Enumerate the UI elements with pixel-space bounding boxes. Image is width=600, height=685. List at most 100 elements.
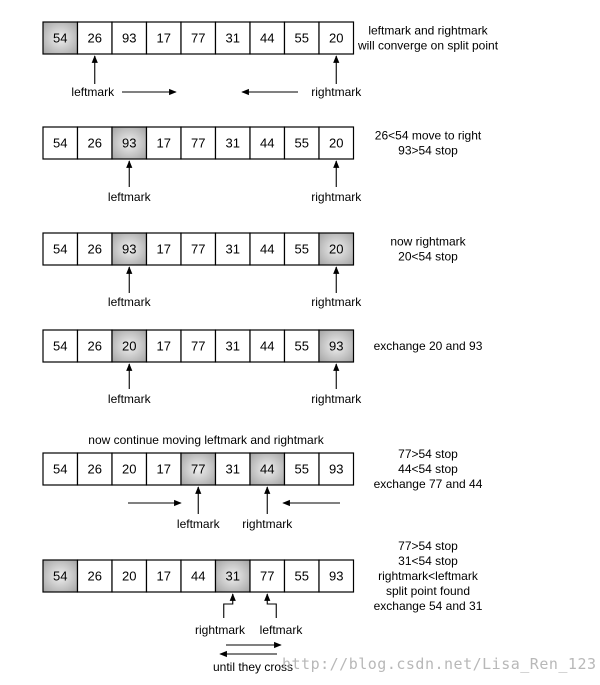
array-cell-highlighted bbox=[180, 452, 217, 486]
step-note: rightmark<leftmark bbox=[378, 569, 479, 583]
cross-caption: until they cross bbox=[213, 660, 293, 674]
array-cell-highlighted bbox=[42, 559, 79, 593]
cell-value: 77 bbox=[191, 339, 205, 354]
array-cell bbox=[249, 21, 286, 55]
array-cell bbox=[76, 329, 113, 363]
cell-value: 31 bbox=[226, 462, 240, 477]
array-cell bbox=[145, 329, 182, 363]
cell-value: 54 bbox=[53, 569, 67, 584]
cell-value: 31 bbox=[226, 242, 240, 257]
array-cell bbox=[180, 559, 217, 593]
cell-value: 17 bbox=[157, 31, 171, 46]
cell-value: 55 bbox=[295, 569, 309, 584]
leftmark-label: leftmark bbox=[260, 623, 304, 637]
step-2: 54 26 93 17 77 31 44 55 20 26<54 move to right93>… bbox=[42, 126, 482, 160]
step-note: will converge on split point bbox=[357, 39, 499, 53]
array-cell bbox=[145, 559, 182, 593]
step-note: 26<54 move to right bbox=[375, 129, 482, 143]
cell-value: 54 bbox=[53, 242, 67, 257]
array-cell-highlighted bbox=[111, 126, 148, 160]
array-cell bbox=[318, 126, 355, 160]
array-cell bbox=[180, 232, 217, 266]
rightmark-label: rightmark bbox=[311, 85, 362, 99]
cell-value: 44 bbox=[260, 242, 274, 257]
cell-value: 26 bbox=[88, 339, 102, 354]
cell-value: 17 bbox=[157, 136, 171, 151]
cell-value: 93 bbox=[122, 31, 136, 46]
cell-value: 54 bbox=[53, 462, 67, 477]
array-cell bbox=[249, 126, 286, 160]
rightmark-label: rightmark bbox=[311, 190, 362, 204]
cell-value: 17 bbox=[157, 569, 171, 584]
cell-value: 26 bbox=[88, 569, 102, 584]
cell-value: 26 bbox=[88, 462, 102, 477]
array-cell bbox=[76, 232, 113, 266]
step-note: exchange 77 and 44 bbox=[374, 477, 483, 491]
cell-value: 93 bbox=[122, 136, 136, 151]
array-cell bbox=[249, 232, 286, 266]
step-note: exchange 54 and 31 bbox=[374, 599, 483, 613]
array-cell bbox=[42, 329, 79, 363]
array-cell-highlighted bbox=[214, 559, 251, 593]
cell-value: 44 bbox=[191, 569, 205, 584]
cell-value: 55 bbox=[295, 242, 309, 257]
cell-value: 55 bbox=[295, 136, 309, 151]
array-cell bbox=[318, 559, 355, 593]
cell-value: 20 bbox=[329, 136, 343, 151]
cell-value: 54 bbox=[53, 339, 67, 354]
cell-value: 31 bbox=[226, 339, 240, 354]
cell-value: 93 bbox=[329, 462, 343, 477]
array-cell-highlighted bbox=[318, 232, 355, 266]
array-cell bbox=[249, 329, 286, 363]
step-note: 93>54 stop bbox=[398, 144, 458, 158]
cell-value: 54 bbox=[53, 136, 67, 151]
array-cell bbox=[318, 452, 355, 486]
cell-value: 44 bbox=[260, 462, 274, 477]
cell-value: 31 bbox=[226, 136, 240, 151]
cell-value: 55 bbox=[295, 31, 309, 46]
leftmark-label: leftmark bbox=[108, 392, 152, 406]
array-cell bbox=[318, 21, 355, 55]
cell-value: 55 bbox=[295, 339, 309, 354]
array-cell bbox=[283, 21, 320, 55]
array-cell bbox=[145, 126, 182, 160]
array-cell bbox=[76, 452, 113, 486]
rightmark-label: rightmark bbox=[311, 295, 362, 309]
step-note: 77>54 stop bbox=[398, 539, 458, 553]
rightmark-arrow bbox=[223, 593, 236, 618]
cell-value: 55 bbox=[295, 462, 309, 477]
step-note: 31<54 stop bbox=[398, 554, 458, 568]
cell-value: 26 bbox=[88, 242, 102, 257]
rightmark-label: rightmark bbox=[195, 623, 246, 637]
array-cell-highlighted bbox=[318, 329, 355, 363]
array-cell bbox=[42, 232, 79, 266]
cell-value: 31 bbox=[226, 569, 240, 584]
cell-value: 77 bbox=[191, 31, 205, 46]
cell-value: 20 bbox=[122, 569, 136, 584]
step-note: 20<54 stop bbox=[398, 250, 458, 264]
cell-value: 77 bbox=[191, 242, 205, 257]
array-cell bbox=[283, 329, 320, 363]
cell-value: 20 bbox=[122, 339, 136, 354]
array-cell bbox=[145, 232, 182, 266]
cell-value: 77 bbox=[191, 136, 205, 151]
cell-value: 44 bbox=[260, 136, 274, 151]
array-cell bbox=[214, 21, 251, 55]
array-cell bbox=[42, 126, 79, 160]
array-cell bbox=[283, 559, 320, 593]
leftmark-label: leftmark bbox=[108, 295, 152, 309]
cell-value: 77 bbox=[260, 569, 274, 584]
cell-value: 17 bbox=[157, 462, 171, 477]
step-note: 44<54 stop bbox=[398, 462, 458, 476]
leftmark-label: leftmark bbox=[71, 85, 115, 99]
cell-value: 54 bbox=[53, 31, 67, 46]
step-note: exchange 20 and 93 bbox=[374, 339, 483, 353]
array-cell bbox=[283, 126, 320, 160]
cell-value: 26 bbox=[88, 136, 102, 151]
step-note: split point found bbox=[386, 584, 470, 598]
leftmark-label: leftmark bbox=[177, 517, 221, 531]
array-cell bbox=[180, 21, 217, 55]
